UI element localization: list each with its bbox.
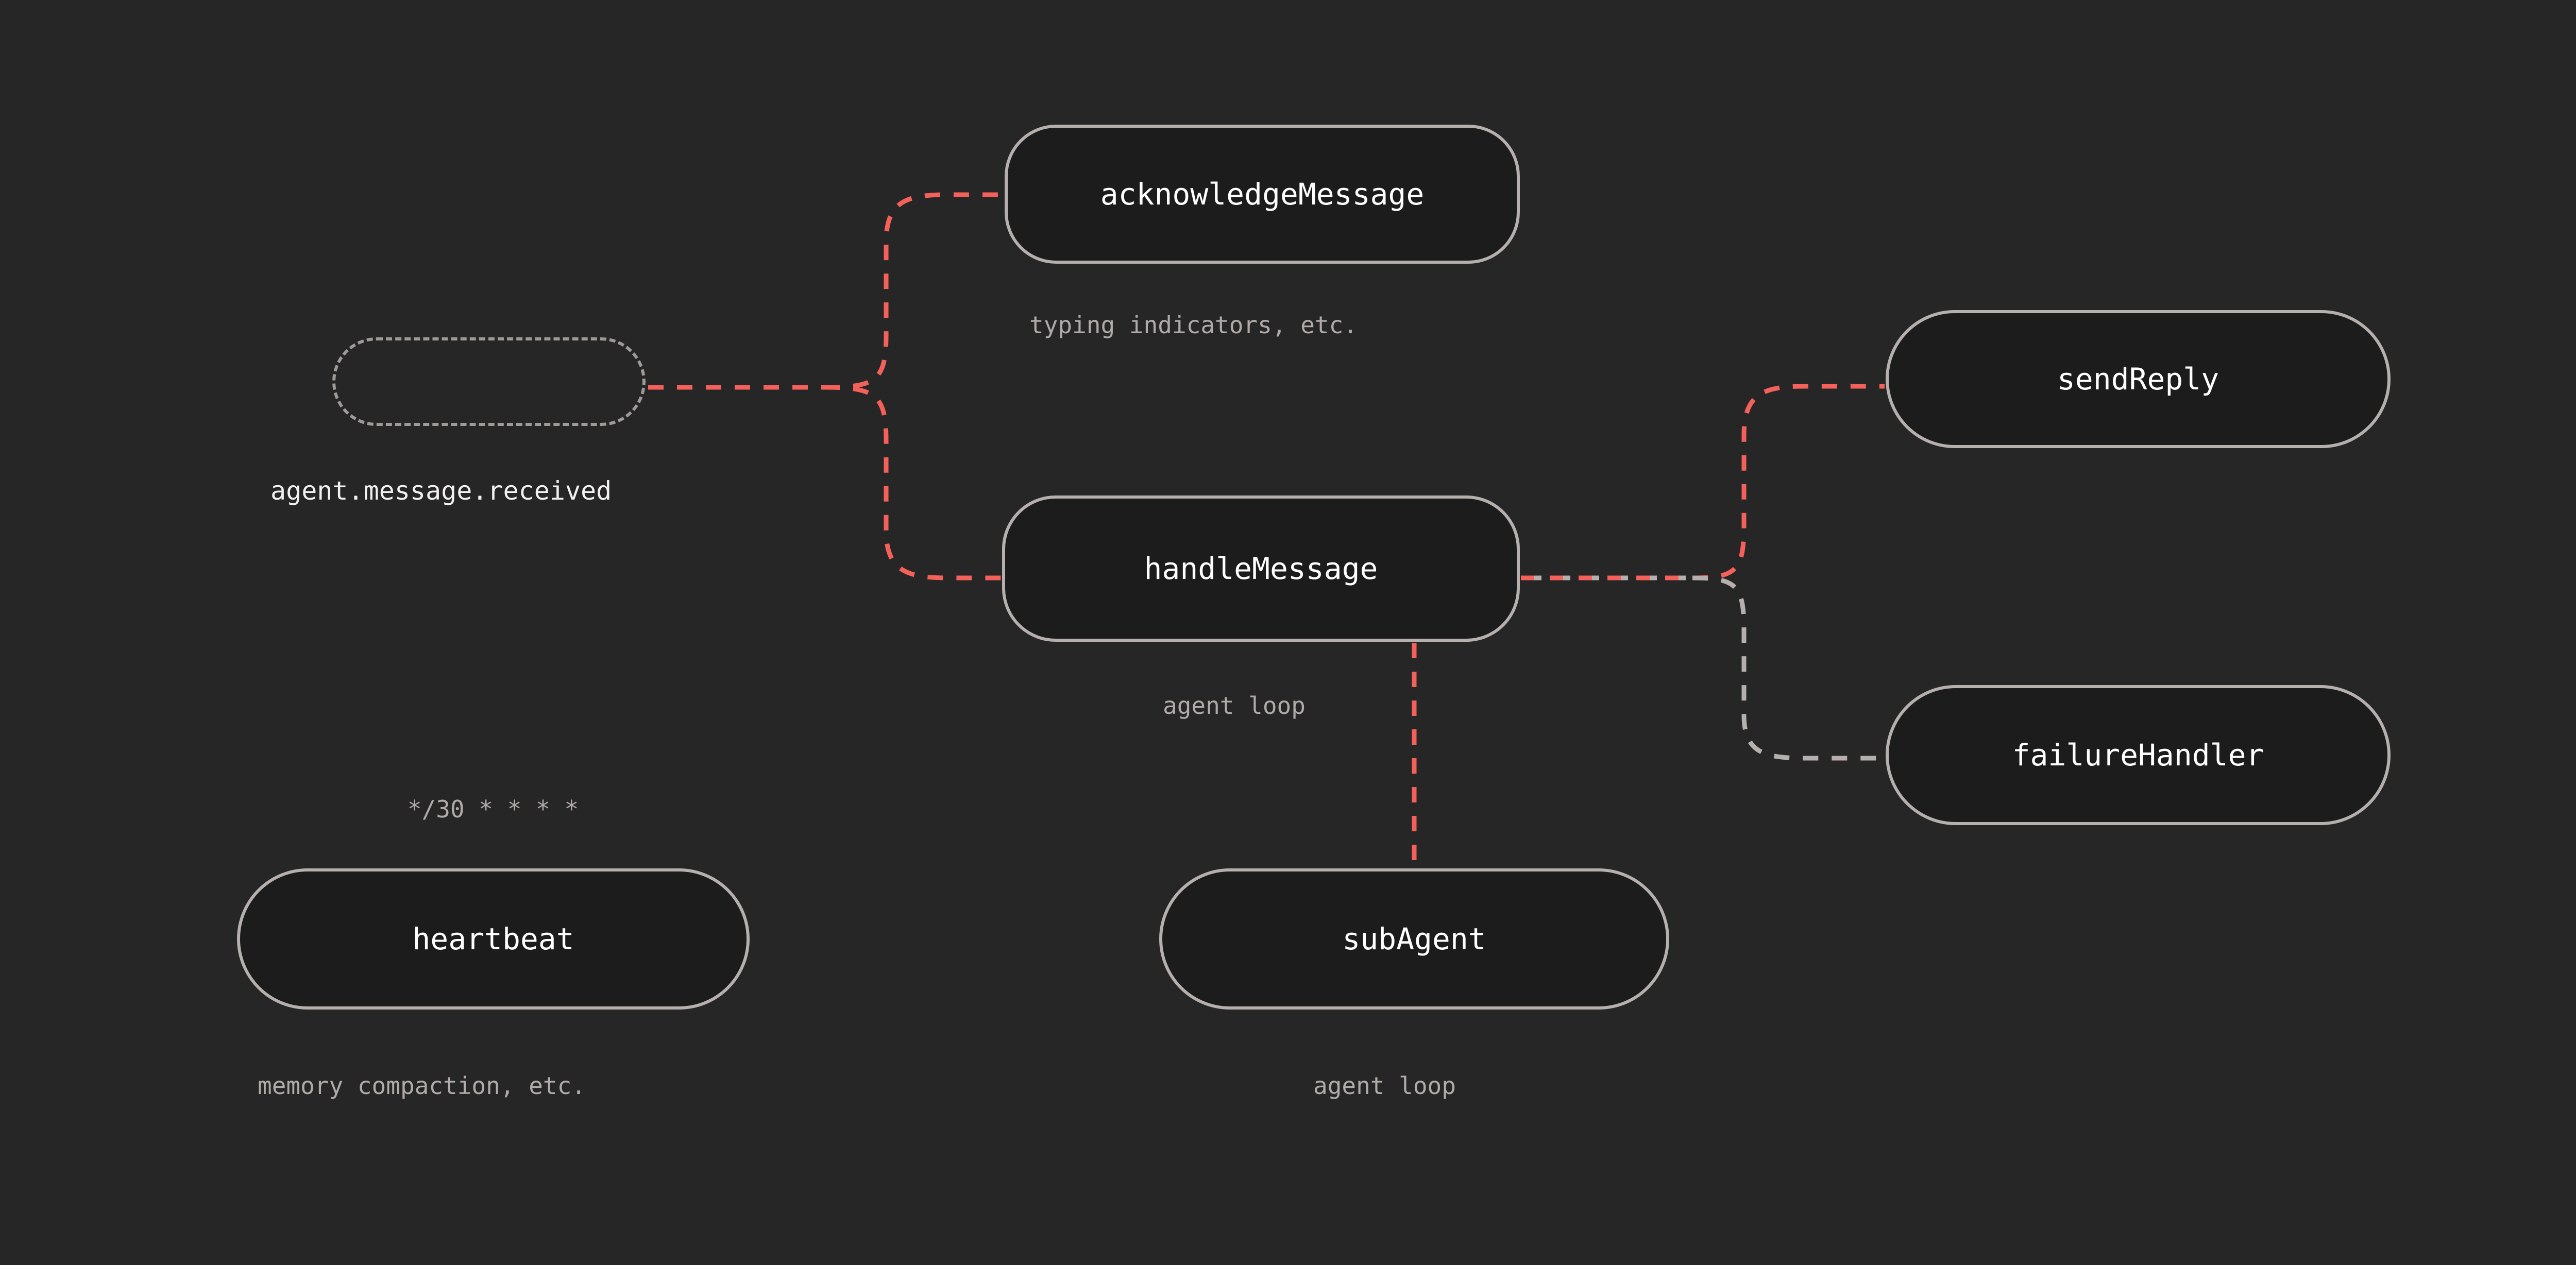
node-sub-agent-label: subAgent	[1342, 921, 1486, 956]
node-failure-handler[interactable]: failureHandler	[1886, 685, 2391, 825]
node-heartbeat-label: heartbeat	[412, 921, 574, 956]
edge-handle-to-failure	[1692, 575, 1885, 761]
caption-trigger-event: agent.message.received	[270, 476, 612, 506]
node-send-reply[interactable]: sendReply	[1886, 310, 2391, 448]
node-heartbeat[interactable]: heartbeat	[237, 868, 750, 1010]
node-send-reply-label: sendReply	[2057, 362, 2219, 397]
node-acknowledge-message[interactable]: acknowledgeMessage	[1005, 125, 1520, 264]
node-handle-message[interactable]: handleMessage	[1002, 495, 1520, 642]
edge-trigger-to-handle	[824, 385, 1001, 580]
node-handle-message-label: handleMessage	[1144, 551, 1378, 586]
caption-heartbeat-schedule: */30 * * * *	[407, 795, 579, 823]
caption-acknowledge-note: typing indicators, etc.	[1029, 311, 1358, 339]
caption-handle-note: agent loop	[1163, 692, 1306, 720]
caption-heartbeat-note: memory compaction, etc.	[258, 1072, 586, 1100]
edge-handle-to-sendreply	[1692, 384, 1885, 580]
edge-trigger-to-acknowledge	[824, 192, 1004, 390]
node-trigger[interactable]	[332, 337, 646, 426]
node-acknowledge-message-label: acknowledgeMessage	[1100, 177, 1425, 212]
node-sub-agent[interactable]: subAgent	[1159, 868, 1669, 1010]
caption-subagent-note: agent loop	[1313, 1072, 1456, 1100]
node-failure-handler-label: failureHandler	[2012, 738, 2264, 773]
